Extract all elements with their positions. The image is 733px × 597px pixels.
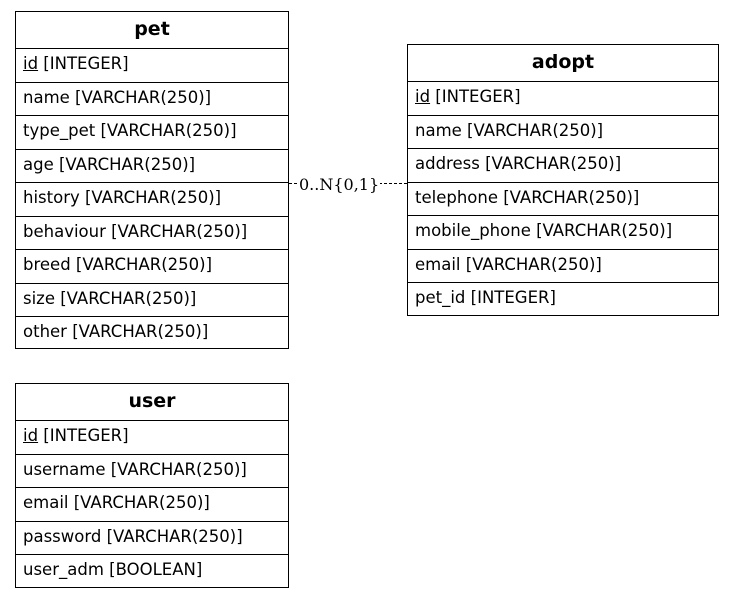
adopt-title: adopt: [408, 45, 718, 82]
pet-field-row: name [VARCHAR(250)]: [16, 83, 288, 116]
adopt-field-row: mobile_phone [VARCHAR(250)]: [408, 216, 718, 250]
adopt-field-row: pet_id [INTEGER]: [415, 288, 556, 307]
user-field-row: user_adm [BOOLEAN]: [23, 560, 203, 579]
adopt-field-row: name [VARCHAR(250)]: [408, 116, 718, 149]
primary-key-name: id: [415, 87, 431, 106]
user-title: user: [16, 384, 288, 421]
adopt-field-row: address [VARCHAR(250)]: [408, 149, 718, 183]
primary-key-name: id: [23, 54, 39, 73]
adopt-field-row: id [INTEGER]: [408, 82, 718, 116]
primary-key-type: [INTEGER]: [430, 87, 521, 106]
user-field-row: email [VARCHAR(250)]: [16, 488, 288, 522]
pet-field-row: other [VARCHAR(250)]: [23, 322, 209, 341]
pet-field-row: age [VARCHAR(250)]: [16, 150, 288, 183]
primary-key-type: [INTEGER]: [38, 54, 129, 73]
pet-title: pet: [16, 12, 288, 49]
user-field-row: username [VARCHAR(250)]: [16, 455, 288, 488]
pet-field-row: behaviour [VARCHAR(250)]: [16, 217, 288, 250]
pet-field-row: breed [VARCHAR(250)]: [16, 250, 288, 284]
relationship-label: 0..N{0,1}: [298, 175, 381, 194]
pet-field-row: size [VARCHAR(250)]: [16, 284, 288, 317]
adopt-field-row: email [VARCHAR(250)]: [408, 250, 718, 283]
pet-field-row: type_pet [VARCHAR(250)]: [16, 116, 288, 150]
user-field-row: password [VARCHAR(250)]: [16, 522, 288, 555]
pet-field-row: history [VARCHAR(250)]: [16, 183, 288, 217]
primary-key-type: [INTEGER]: [38, 426, 129, 445]
primary-key-name: id: [23, 426, 39, 445]
user-field-row: id [INTEGER]: [16, 421, 288, 455]
adopt-field-row: telephone [VARCHAR(250)]: [408, 183, 718, 216]
pet-field-row: id [INTEGER]: [16, 49, 288, 83]
